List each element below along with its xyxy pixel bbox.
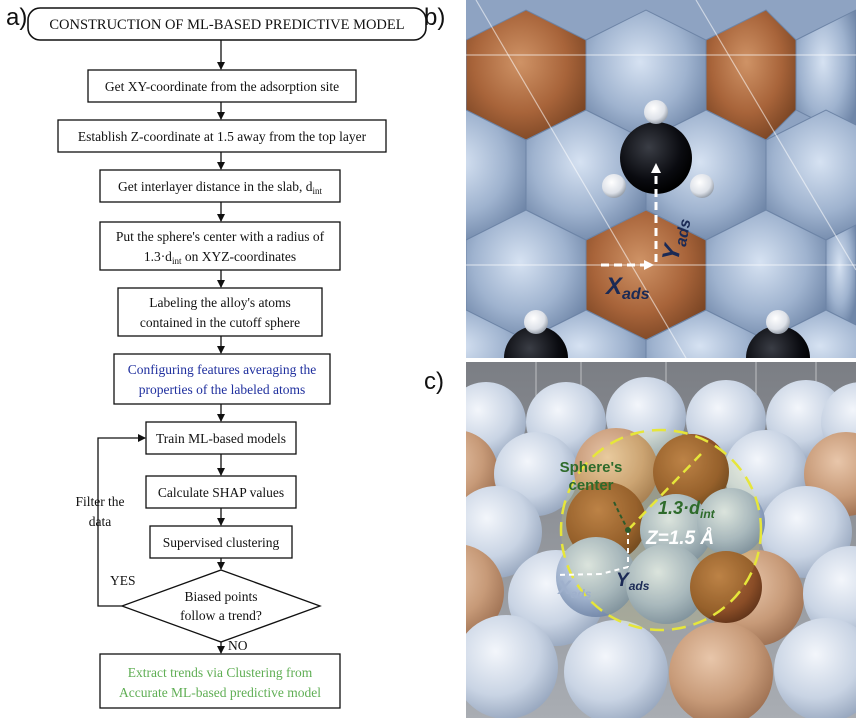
x-ads-label: Xads — [604, 273, 650, 303]
title-box — [27, 7, 427, 41]
step-9-text: Supervised clustering — [163, 535, 280, 550]
step-3-text: Get interlayer distance in the slab, din… — [118, 179, 323, 196]
step-1-text: Get XY-coordinate from the adsorption si… — [105, 79, 339, 94]
step-6-line2: properties of the labeled atoms — [139, 382, 305, 397]
radius-line — [627, 453, 702, 531]
step-5-line1: Labeling the alloy's atoms — [149, 295, 291, 310]
y-ads-label: Yads — [657, 215, 694, 263]
step-box-5 — [117, 287, 323, 337]
final-box — [99, 653, 341, 709]
step-4-line2: 1.3·dint on XYZ-coordinates — [144, 249, 296, 266]
step-6-line1: Configuring features averaging the — [128, 362, 317, 377]
loop-label-line1: Filter the — [75, 494, 124, 509]
decision-line2: follow a trend? — [180, 608, 262, 623]
radius-label: 1.3·dint — [658, 498, 716, 521]
x-ads-label-c: Xads — [557, 578, 592, 601]
flowchart: CONSTRUCTION OF ML-BASED PREDICTIVE MODE… — [27, 7, 427, 709]
no-label: NO — [228, 638, 248, 653]
step-8-text: Calculate SHAP values — [158, 485, 284, 500]
loop-label-line2: data — [89, 514, 112, 529]
step-4-line1: Put the sphere's center with a radius of — [116, 229, 325, 244]
panel-label-c: c) — [424, 368, 444, 395]
panel-label-a: a) — [6, 4, 28, 31]
final-line1: Extract trends via Clustering from — [128, 665, 313, 680]
final-line2: Accurate ML-based predictive model — [119, 685, 321, 700]
sphere-center-label-2: center — [568, 477, 613, 494]
z-label: Z=1.5 Å — [645, 528, 714, 549]
carbon-atom — [620, 122, 692, 194]
step-box-2 — [57, 119, 387, 153]
cutoff-sphere — [559, 428, 763, 632]
y-ads-label-c: Yads — [616, 570, 650, 593]
sphere-center-label-1: Sphere's — [560, 459, 623, 476]
hydrogen-atom — [644, 100, 668, 124]
adsorption-top-view: Xads Yads — [466, 0, 856, 358]
adsorption-perspective-view: Sphere's center 1.3·dint Z=1.5 Å Xads Ya… — [466, 362, 856, 718]
step-box-4 — [99, 221, 341, 271]
step-box-3 — [99, 169, 341, 203]
step-2-text: Establish Z-coordinate at 1.5 away from … — [78, 129, 367, 144]
decision-diamond — [120, 569, 322, 643]
sphere-center-point — [625, 527, 631, 533]
yes-label: YES — [110, 573, 136, 588]
decision-line1: Biased points — [184, 589, 257, 604]
step-box-1 — [87, 69, 357, 103]
step-5-line2: contained in the cutoff sphere — [140, 315, 300, 330]
step-box-6 — [113, 353, 331, 405]
flowchart-title: CONSTRUCTION OF ML-BASED PREDICTIVE MODE… — [49, 17, 404, 33]
step-7-text: Train ML-based models — [156, 431, 286, 446]
panel-label-b: b) — [424, 4, 446, 31]
